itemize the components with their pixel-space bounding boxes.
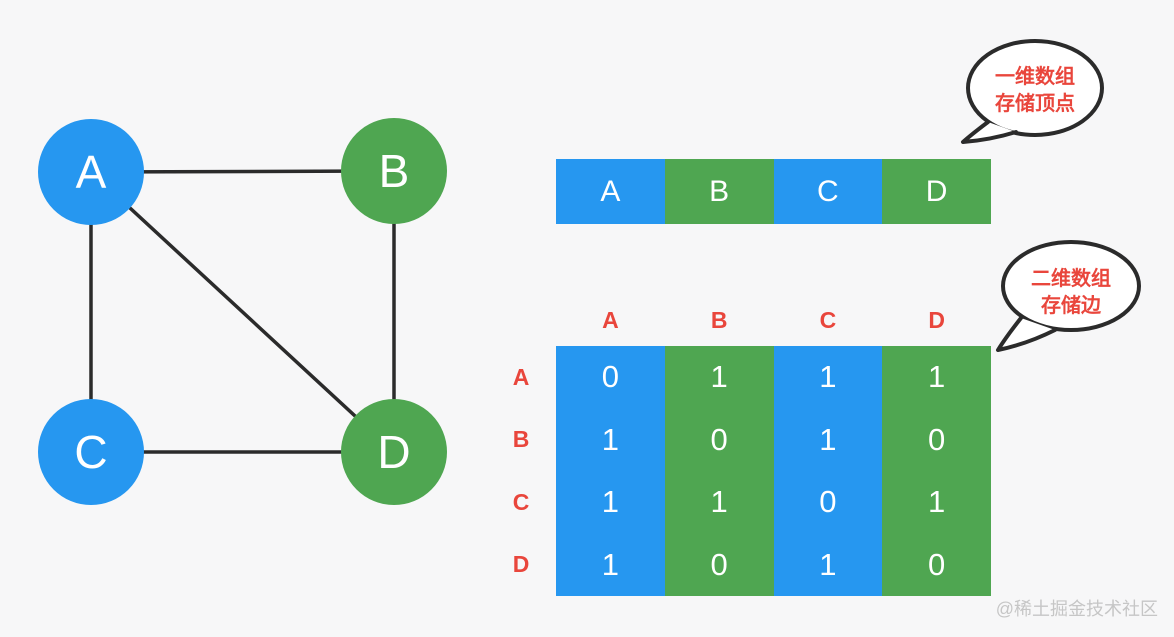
graph-node-d: D [341, 399, 447, 505]
speech-bubble-edges-line1: 二维数组 [1031, 268, 1111, 290]
matrix-row-header-a: A [512, 363, 530, 390]
matrix-cell-dd: 0 [882, 533, 991, 596]
vertex-cell-b: B [664, 159, 774, 224]
vertex-cell-a: A [556, 159, 665, 224]
matrix-cell-ab: 1 [664, 346, 774, 409]
matrix-cell-cd: 1 [882, 471, 991, 534]
matrix-column-headers: A B C D [556, 305, 991, 335]
speech-bubble-edges-line2: 存储边 [1041, 295, 1101, 317]
graph-node-b-label: B [378, 145, 410, 197]
matrix-cell-ac: 1 [773, 346, 883, 409]
matrix-row-header-b: B [512, 426, 530, 453]
speech-bubble-vertices-tail [961, 120, 1018, 144]
matrix-col-header-b: B [710, 306, 728, 333]
matrix-cell-bd: 0 [882, 408, 991, 471]
speech-bubble-vertices-line2: 存储顶点 [995, 93, 1075, 115]
speech-bubble-vertices-line1: 一维数组 [995, 66, 1075, 88]
matrix-row-header-c: C [512, 488, 530, 515]
watermark: @稀土掘金技术社区 [995, 599, 1158, 619]
speech-bubble-vertices [961, 39, 1104, 144]
speech-bubble-edges-tail [996, 316, 1057, 352]
graph-node-d-label: D [377, 426, 411, 478]
graph-node-a-label: A [75, 146, 107, 198]
speech-bubble-edges [996, 240, 1141, 352]
matrix-cell-dc: 1 [773, 533, 883, 596]
vertex-cell-c: C [773, 159, 883, 224]
matrix-col-header-c: C [819, 306, 837, 333]
graph-node-c-label: C [74, 426, 108, 478]
matrix-cell-ad: 1 [882, 346, 991, 409]
adjacency-matrix-grid: 0 1 1 1 1 0 1 0 1 1 0 1 1 0 1 0 [556, 346, 991, 596]
matrix-row-header-d: D [512, 551, 530, 578]
graph-node-c: C [38, 399, 144, 505]
graph-node-a: A [38, 119, 144, 225]
vertex-cell-d: D [882, 159, 991, 224]
speech-bubble-vertices-text: 一维数组 存储顶点 [975, 64, 1095, 118]
speech-bubble-edges-text: 二维数组 存储边 [1011, 266, 1131, 320]
speech-bubble-edges-outline [1001, 240, 1141, 332]
matrix-cell-bb: 0 [664, 408, 774, 471]
matrix-cell-ca: 1 [556, 471, 665, 534]
matrix-cell-db: 0 [664, 533, 774, 596]
matrix-cell-da: 1 [556, 533, 665, 596]
matrix-cell-cc: 0 [773, 471, 883, 534]
matrix-cell-cb: 1 [664, 471, 774, 534]
matrix-cell-bc: 1 [773, 408, 883, 471]
matrix-col-header-d: D [928, 306, 945, 333]
matrix-cell-ba: 1 [556, 408, 665, 471]
edge-A-D [89, 170, 396, 454]
matrix-cell-aa: 0 [556, 346, 665, 409]
matrix-row-headers: A B C D [498, 346, 544, 596]
graph-node-b: B [341, 118, 447, 224]
vertex-array: A B C D [556, 159, 991, 224]
speech-bubble-vertices-outline [966, 39, 1104, 137]
matrix-col-header-a: A [602, 306, 619, 333]
